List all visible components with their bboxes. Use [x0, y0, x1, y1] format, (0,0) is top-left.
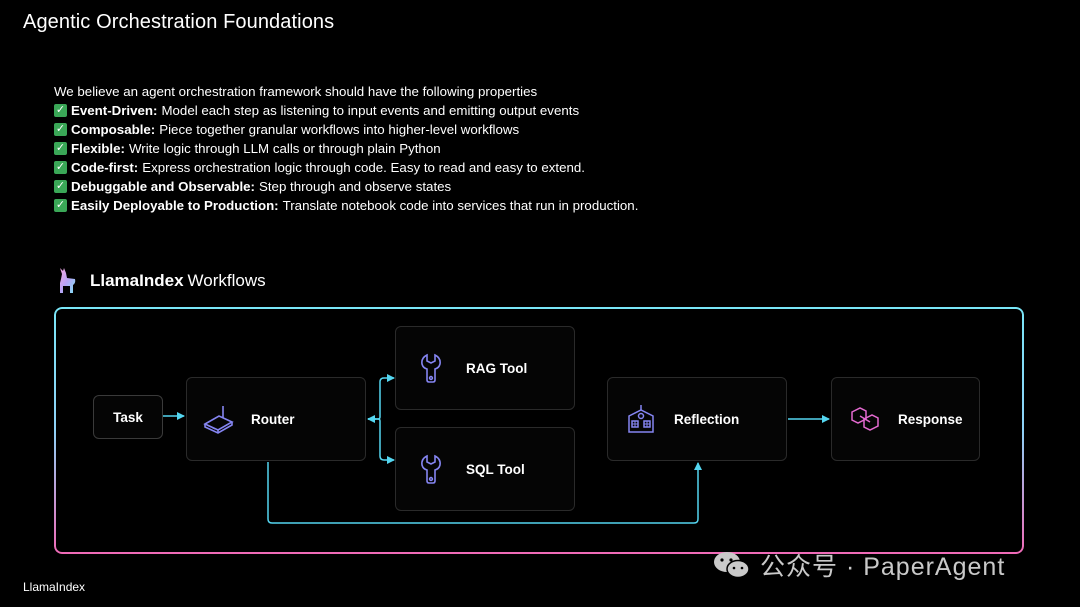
link-icon: [851, 407, 879, 431]
properties-intro: We believe an agent orchestration framew…: [54, 84, 538, 99]
property-label: Event-Driven:: [71, 103, 158, 118]
edge-router-sql: [368, 418, 395, 464]
response-node: Response: [831, 377, 980, 461]
router-node: Router: [186, 377, 366, 461]
property-item: ✓ Easily Deployable to Production: Trans…: [54, 196, 638, 215]
task-label: Task: [113, 409, 143, 425]
property-text: Express orchestration logic through code…: [142, 160, 585, 175]
wrench-icon: [421, 454, 441, 484]
property-label: Flexible:: [71, 141, 125, 156]
check-mark-icon: ✓: [54, 199, 67, 212]
check-mark-icon: ✓: [54, 142, 67, 155]
property-label: Code-first:: [71, 160, 139, 175]
check-mark-icon: ✓: [54, 104, 67, 117]
property-item: ✓ Event-Driven: Model each step as liste…: [54, 101, 638, 120]
rag-tool-node: RAG Tool: [395, 326, 575, 410]
edge-router-reflection: [267, 462, 702, 524]
router-label: Router: [251, 411, 295, 427]
property-label: Composable:: [71, 122, 156, 137]
watermark-text: 公众号 · PaperAgent: [760, 553, 1006, 581]
properties-list: We believe an agent orchestration framew…: [54, 82, 638, 215]
property-text: Write logic through LLM calls or through…: [128, 141, 441, 156]
property-text: Piece together granular workflows into h…: [159, 122, 520, 137]
property-item: ✓ Flexible: Write logic through LLM call…: [54, 139, 638, 158]
property-text: Translate notebook code into services th…: [282, 198, 639, 213]
llamaindex-workflows-heading: LlamaIndex Workflows: [55, 266, 266, 296]
building-icon: [628, 405, 654, 433]
llama-icon: [60, 268, 76, 293]
property-item: ✓ Composable: Piece together granular wo…: [54, 120, 638, 139]
brand-name: LlamaIndex: [90, 271, 184, 290]
property-item: ✓ Code-first: Express orchestration logi…: [54, 158, 638, 177]
property-item: ✓ Debuggable and Observable: Step throug…: [54, 177, 638, 196]
property-label: Debuggable and Observable:: [71, 179, 255, 194]
edge-router-rag: [368, 374, 395, 420]
property-text: Model each step as listening to input ev…: [161, 103, 580, 118]
watermark: 公众号 · PaperAgent: [712, 548, 1005, 582]
response-label: Response: [898, 411, 963, 427]
task-node: Task: [93, 395, 163, 439]
sql-tool-label: SQL Tool: [466, 461, 525, 477]
reflection-node: Reflection: [607, 377, 787, 461]
check-mark-icon: ✓: [54, 180, 67, 193]
property-label: Easily Deployable to Production:: [71, 198, 279, 213]
wrench-icon: [421, 353, 441, 383]
wechat-icon: [714, 552, 750, 579]
reflection-label: Reflection: [674, 411, 740, 427]
property-text: Step through and observe states: [258, 179, 452, 194]
rag-tool-label: RAG Tool: [466, 360, 528, 376]
check-mark-icon: ✓: [54, 161, 67, 174]
slide-title: Agentic Orchestration Foundations: [23, 11, 335, 33]
router-icon: [203, 406, 234, 434]
sql-tool-node: SQL Tool: [395, 427, 575, 511]
product-name: Workflows: [187, 271, 266, 290]
footer-brand: LlamaIndex: [23, 580, 86, 594]
check-mark-icon: ✓: [54, 123, 67, 136]
